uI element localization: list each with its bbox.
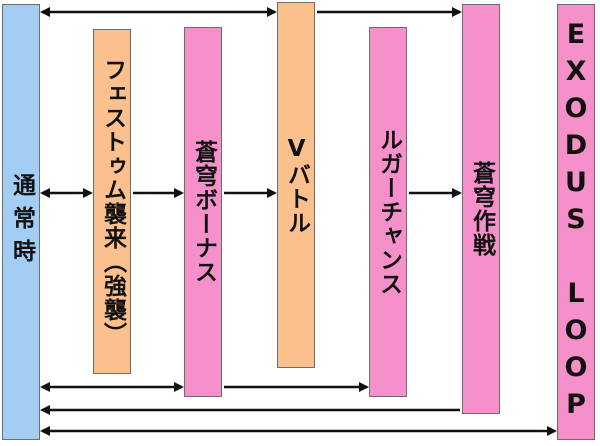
node-lugachance: ルガーチャンス xyxy=(369,27,407,397)
node-operation: 蒼穹作戦 xyxy=(462,4,500,414)
node-bonus: 蒼穹ボーナス xyxy=(184,27,222,397)
node-festum: フェストゥム襲来（強襲） xyxy=(93,29,131,374)
node-exodus-label: EXODUS LOOP xyxy=(560,18,592,426)
node-vbattle-label: Vバトル xyxy=(283,135,310,235)
node-festum-label: フェストゥム襲来（強襲） xyxy=(99,57,126,346)
node-normal-label: 通常時 xyxy=(8,172,35,272)
node-vbattle: Vバトル xyxy=(277,2,315,368)
node-bonus-label: 蒼穹ボーナス xyxy=(190,140,217,284)
node-operation-label: 蒼穹作戦 xyxy=(468,161,495,257)
node-exodus: EXODUS LOOP xyxy=(557,4,595,440)
node-normal: 通常時 xyxy=(2,4,40,440)
node-lugachance-label: ルガーチャンス xyxy=(375,128,402,296)
